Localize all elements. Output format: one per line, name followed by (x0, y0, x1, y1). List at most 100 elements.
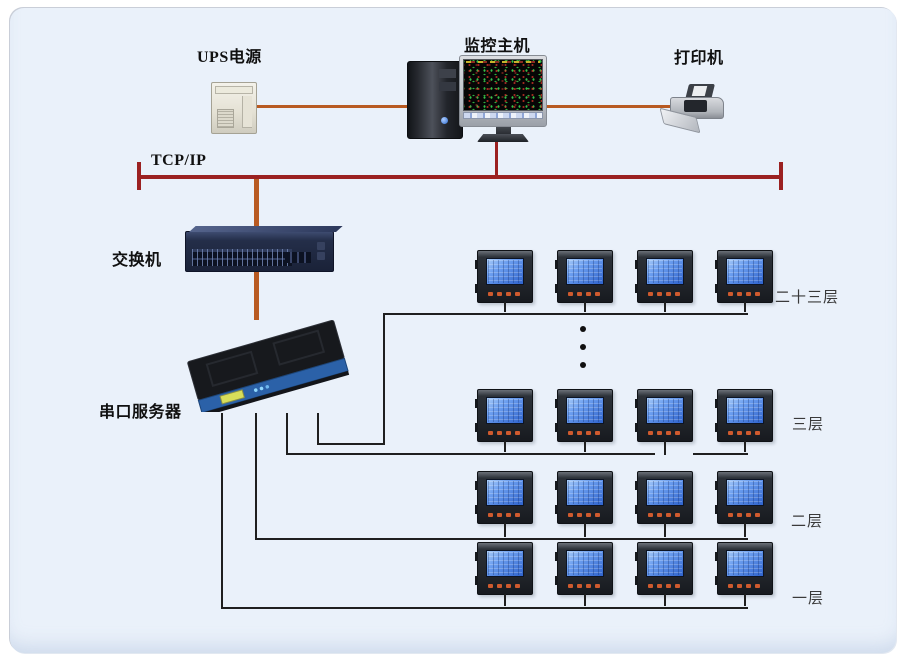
meter-buttons (568, 513, 600, 517)
meter-buttons (488, 584, 520, 588)
floor-row-3 (475, 389, 773, 455)
meter-drop-line (664, 594, 666, 606)
power-meter (635, 250, 693, 312)
power-meter (715, 471, 773, 537)
tcpip-bus-line (140, 175, 781, 179)
serial-server-device (187, 319, 350, 412)
monitor-scada-screen (463, 59, 543, 111)
power-meter (635, 389, 693, 455)
tcpip-bus-label: TCP/IP (151, 152, 207, 169)
ups-panel (215, 86, 253, 94)
rs485-jog-floor23 (317, 443, 385, 445)
switch-ports (192, 249, 292, 266)
ups-device (211, 82, 257, 134)
meter-screen (726, 397, 764, 424)
meter-screen (646, 479, 684, 506)
meter-screen (566, 550, 604, 577)
meter-drop-line (744, 441, 746, 452)
power-meter (475, 542, 533, 606)
meter-drop-line (584, 302, 586, 312)
meter-screen (726, 258, 764, 285)
meter-screen (566, 258, 604, 285)
power-meter (475, 389, 533, 452)
floor-label-23: 二十三层 (775, 290, 840, 306)
switch-led-block (317, 242, 325, 250)
cable-host-to-printer (546, 105, 675, 108)
meter-drop-line (584, 441, 586, 452)
floor-row-2 (475, 471, 773, 537)
meter-buttons (568, 584, 600, 588)
meter-drop-line (664, 302, 666, 312)
cable-host-to-bus (495, 140, 498, 176)
rs485-riser-floor23-up (383, 313, 385, 445)
meter-screen (726, 550, 764, 577)
meter-screen (566, 479, 604, 506)
meter-drop-line (504, 594, 506, 606)
meter-drop-line (744, 302, 746, 312)
meter-buttons (488, 513, 520, 517)
ups-label: UPS电源 (197, 49, 262, 66)
meter-buttons (488, 292, 520, 296)
meter-buttons (568, 431, 600, 435)
floor-row-1 (475, 542, 773, 606)
monitor-host-label: 监控主机 (464, 38, 531, 55)
power-meter (555, 471, 613, 537)
rs485-bus-floor23 (383, 313, 748, 315)
meter-drop-line (664, 441, 666, 455)
ups-vent-grille (217, 109, 234, 128)
printer-paper-sheet (691, 86, 708, 96)
tower-drive-bays (439, 69, 456, 78)
floor-label-1: 一层 (792, 591, 825, 607)
meter-screen (646, 397, 684, 424)
cable-switch-to-server (254, 270, 259, 320)
power-meter (635, 471, 693, 537)
meter-screen (726, 479, 764, 506)
meter-screen (486, 550, 524, 577)
meter-buttons (648, 584, 680, 588)
rs485-riser-floor3 (286, 413, 288, 455)
meter-screen (646, 550, 684, 577)
power-meter (715, 250, 773, 312)
power-meter (475, 471, 533, 537)
power-meter (555, 542, 613, 606)
rs485-riser-floor1 (221, 413, 223, 609)
power-meter (715, 542, 773, 606)
meter-screen (486, 258, 524, 285)
floor-label-2: 二层 (791, 514, 824, 530)
floor-row-23 (475, 250, 773, 312)
floor-label-3: 三层 (792, 417, 825, 433)
meter-drop-line (744, 594, 746, 606)
meter-drop-line (584, 523, 586, 537)
meter-buttons (728, 584, 760, 588)
meter-screen (486, 397, 524, 424)
rs485-riser-floor23-down (317, 413, 319, 445)
meter-buttons (648, 513, 680, 517)
meter-buttons (568, 292, 600, 296)
tcpip-bus-left-terminator (137, 162, 141, 190)
meter-buttons (648, 431, 680, 435)
monitor-neck (495, 127, 511, 134)
monitor-toolbar (463, 112, 543, 119)
printer-label: 打印机 (674, 50, 724, 67)
serial-server-label: 串口服务器 (99, 404, 182, 421)
rs485-bus-floor2 (255, 538, 748, 540)
switch-label: 交换机 (112, 252, 162, 269)
meter-screen (486, 479, 524, 506)
meter-screen (566, 397, 604, 424)
power-meter (555, 389, 613, 452)
rs485-bus-floor3-right (693, 453, 748, 455)
meter-drop-line (664, 523, 666, 537)
continuation-dot (580, 326, 586, 332)
meter-buttons (648, 292, 680, 296)
tcpip-bus-right-terminator (779, 162, 783, 190)
power-meter (555, 250, 613, 312)
host-monitor (459, 55, 547, 142)
continuation-dot (580, 344, 586, 350)
rs485-riser-floor2 (255, 413, 257, 540)
cable-bus-to-switch (254, 179, 259, 231)
switch-sfp-ports (285, 252, 311, 263)
meter-buttons (488, 431, 520, 435)
switch-device (185, 231, 334, 272)
host-tower (407, 61, 463, 139)
